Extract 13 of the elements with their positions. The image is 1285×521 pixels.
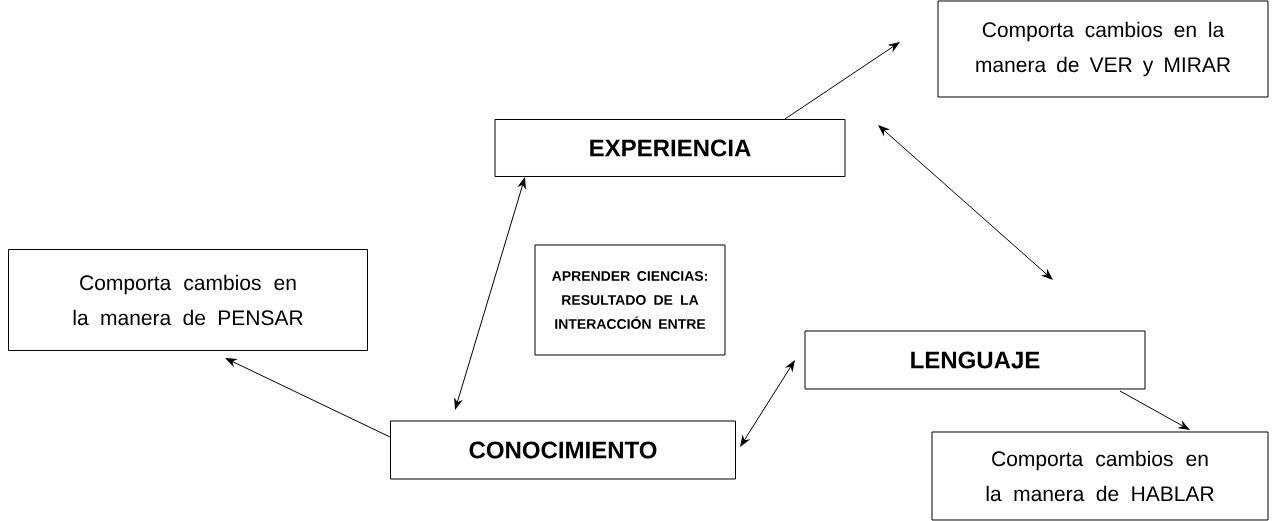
text-box: APRENDER CIENCIAS: RESULTADO DE LA INTERACCIÓN ENTRE: [534, 244, 726, 356]
arrow: [225, 358, 391, 438]
arrow: [878, 125, 1053, 280]
text-box: Comporta cambios en la manera de VER y MIRAR: [937, 0, 1269, 98]
text-box: Comporta cambios en la manera de HABLAR: [931, 431, 1269, 521]
arrow: [784, 42, 900, 120]
arrow: [1119, 390, 1190, 430]
arrow: [454, 177, 526, 410]
text-box: LENGUAJE: [804, 330, 1146, 390]
text-box: EXPERIENCIA: [494, 119, 846, 177]
text-box: Comporta cambios en la manera de PENSAR: [8, 249, 368, 351]
arrow: [740, 360, 795, 447]
text-box: CONOCIMIENTO: [390, 420, 736, 480]
